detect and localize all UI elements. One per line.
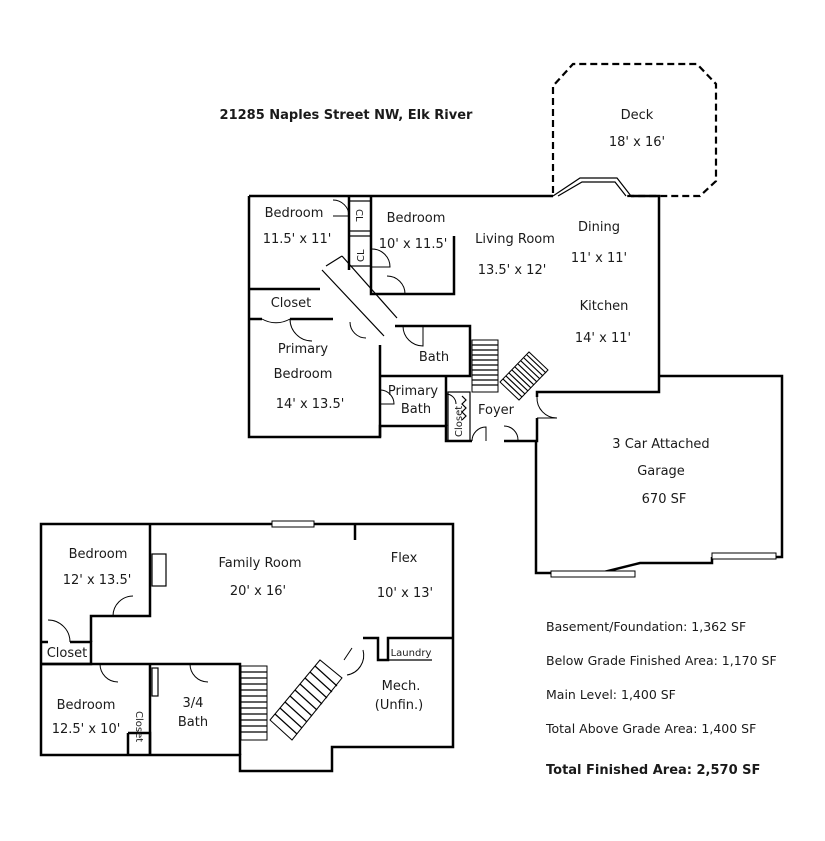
- dining-label: Dining: [578, 220, 620, 235]
- garage-size: 670 SF: [642, 492, 687, 507]
- main-stairs: [471, 339, 549, 401]
- cl-2-label: CL: [356, 249, 367, 262]
- foyer-label: Foyer: [478, 403, 515, 418]
- primary-bath-label-2: Bath: [401, 402, 431, 417]
- foyer-closet-label: Closet: [454, 406, 465, 437]
- deck-label: Deck: [621, 108, 654, 123]
- summary-line-1: Basement/Foundation: 1,362 SF: [546, 619, 746, 634]
- page-title: 21285 Naples Street NW, Elk River: [220, 108, 473, 123]
- lower-bedroom-1-size: 12' x 13.5': [63, 573, 132, 588]
- summary-line-3: Main Level: 1,400 SF: [546, 687, 676, 702]
- lower-stairs: [240, 659, 343, 741]
- lower-level: [39, 520, 455, 773]
- bay-window: [552, 177, 632, 197]
- deck-size: 18' x 16': [609, 135, 665, 150]
- kitchen-label: Kitchen: [580, 299, 629, 314]
- flex-label: Flex: [391, 551, 418, 566]
- primary-bedroom-size: 14' x 13.5': [276, 397, 345, 412]
- bedroom-2-size: 10' x 11.5': [379, 237, 448, 252]
- bath-closet-label: Closet: [133, 711, 144, 742]
- total-finished-area: Total Finished Area: 2,570 SF: [546, 763, 760, 778]
- primary-bath-label-1: Primary: [388, 384, 439, 399]
- three-quarter-bath-label-1: 3/4: [183, 696, 204, 711]
- garage-label-1: 3 Car Attached: [612, 437, 709, 452]
- living-room-label: Living Room: [475, 232, 555, 247]
- lower-bedroom-2-size: 12.5' x 10': [52, 722, 121, 737]
- primary-bedroom-label-2: Bedroom: [274, 367, 333, 382]
- cl-1-label: CL: [353, 209, 364, 222]
- lower-closet-label: Closet: [47, 646, 88, 661]
- lower-level-outer-wall: [39, 522, 455, 773]
- garage-outline: [534, 374, 784, 575]
- mech-label-1: Mech.: [382, 679, 421, 694]
- bedroom-1-size: 11.5' x 11': [263, 232, 332, 247]
- kitchen-size: 14' x 11': [575, 331, 631, 346]
- deck-outline: [551, 62, 718, 198]
- main-level-outer-wall: [249, 194, 661, 397]
- flex-size: 10' x 13': [377, 586, 433, 601]
- living-room-size: 13.5' x 12': [478, 263, 547, 278]
- lower-bedroom-1-label: Bedroom: [69, 547, 128, 562]
- bedroom-1-label: Bedroom: [265, 206, 324, 221]
- area-summary: Basement/Foundation: 1,362 SF Below Grad…: [545, 619, 777, 778]
- bath-label: Bath: [419, 350, 449, 365]
- summary-line-2: Below Grade Finished Area: 1,170 SF: [546, 653, 777, 668]
- laundry-label: Laundry: [391, 648, 432, 659]
- family-room-label: Family Room: [219, 556, 302, 571]
- family-room-size: 20' x 16': [230, 584, 286, 599]
- closet-label: Closet: [271, 296, 312, 311]
- main-level: [247, 62, 784, 578]
- dining-size: 11' x 11': [571, 251, 627, 266]
- garage-label-2: Garage: [637, 464, 685, 479]
- lower-bedroom-2-label: Bedroom: [57, 698, 116, 713]
- summary-line-4: Total Above Grade Area: 1,400 SF: [545, 721, 756, 736]
- three-quarter-bath-label-2: Bath: [178, 715, 208, 730]
- bedroom-2-label: Bedroom: [387, 211, 446, 226]
- mech-label-2: (Unfin.): [375, 698, 423, 713]
- primary-bedroom-label-1: Primary: [278, 342, 329, 357]
